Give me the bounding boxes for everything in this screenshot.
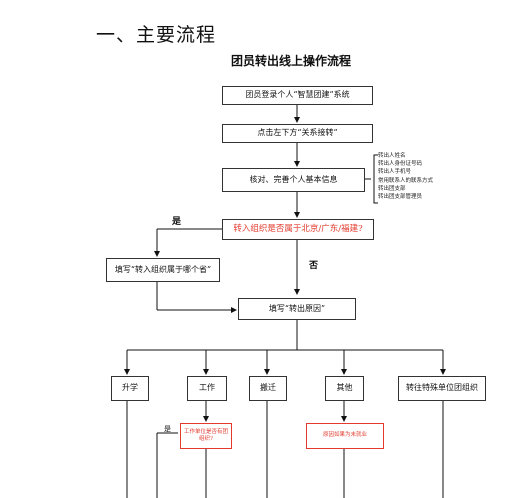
fill-reason-step: 填写“转出原因” — [238, 298, 356, 320]
verify-info-step: 核对、完善个人基本信息 — [222, 168, 365, 192]
reason-special-unit: 转往特殊单位团组织 — [398, 376, 486, 401]
section-heading: 一、主要流程 — [96, 24, 217, 46]
province-decision: 转入组织是否属于北京/广东/福建? — [222, 219, 374, 240]
reason-other: 其他 — [325, 376, 364, 401]
info-item: 常用联系人的联系方式 — [378, 177, 434, 184]
reason-study: 升学 — [111, 376, 149, 401]
fill-province-step: 填写“转入组织属于哪个省” — [106, 258, 220, 282]
info-item: 转出团支部 — [378, 185, 406, 192]
diagram-title: 团员转出线上操作流程 — [231, 54, 352, 68]
reason-relocate: 搬迁 — [249, 376, 287, 401]
work-org-question: 工作单位是否有团组织? — [180, 423, 232, 449]
info-item: 转出人身份证号码 — [378, 161, 423, 168]
login-step: 团员登录个人“智慧团建”系统 — [222, 86, 373, 105]
info-list: 转出人姓名 转出人身份证号码 转出人手机号 常用联系人的联系方式 转出团支部 转… — [378, 152, 433, 201]
yes-label: 是 — [172, 217, 182, 227]
info-item: 转出人手机号 — [378, 169, 412, 176]
click-transfer-step: 点击左下方“关系接转” — [222, 124, 373, 143]
no-label: 否 — [309, 261, 319, 271]
info-item: 转出人姓名 — [378, 153, 406, 159]
other-reason-note: 原因如果为未就业 — [306, 423, 384, 449]
reason-work: 工作 — [187, 376, 227, 401]
work-yes-label: 是 — [164, 425, 171, 433]
info-item: 转出团支部管理员 — [378, 194, 423, 201]
